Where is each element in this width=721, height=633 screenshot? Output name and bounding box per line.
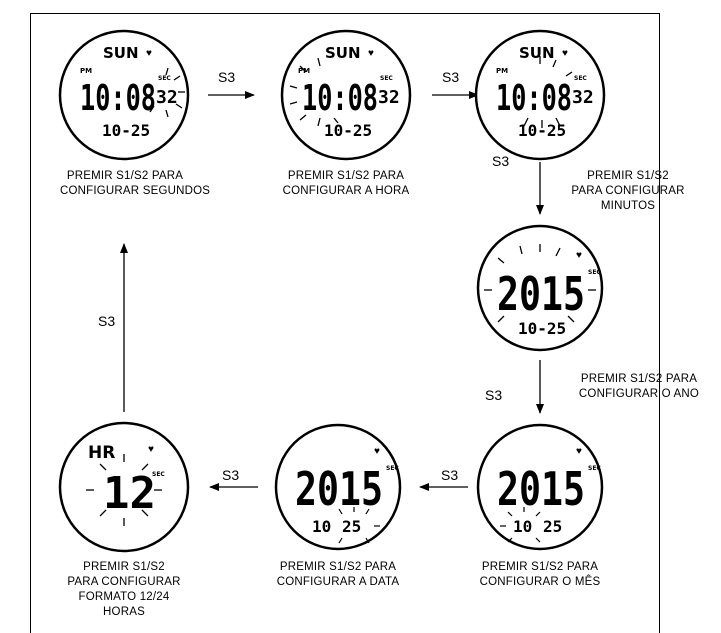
flash-rays [523,56,573,128]
caption-line: PREMIR S1/S2 [83,561,165,573]
watch-face [274,423,402,551]
watch-ampm: PM [80,67,92,75]
watch-date: 10-25 [518,121,566,140]
caption-hours: PREMIR S1/S2 PARA CONFIGURAR A HORA [281,169,411,199]
watch-sec-label: SEC [386,465,399,472]
watch-sec-label: SEC [152,471,165,478]
caption-minutes: PREMIR S1/S2 PARA CONFIGURAR MINUTOS [566,169,690,214]
watch-year-value: 2015 [497,462,585,516]
caption-format: PREMIR S1/S2 PARA CONFIGURAR FORMATO 12/… [59,560,189,620]
watch-day: SUN [325,44,361,62]
watch-month: 2015 ♥ SEC 10 25 [476,423,604,551]
watch-face [474,29,606,161]
caption-line: HORAS [103,606,145,618]
watch-year-value: 2015 [295,462,383,516]
alarm-icon: ♥ [576,446,582,457]
caption-line: PARA CONFIGURAR [571,185,685,197]
caption-line: CONFIGURAR O MÊS [479,576,601,588]
watch-ampm: PM [298,67,310,75]
watch-ampm: PM [496,67,508,75]
watch-face [280,29,412,161]
watch-time: 10:08 [302,78,378,119]
alarm-icon: ♥ [146,48,152,59]
caption-line: PREMIR S1/S2 PARA [580,373,698,385]
watch-sec-label: SEC [574,75,587,82]
caption-line: PREMIR S1/S2 PARA [66,170,184,182]
s3-label-3: S3 [492,153,509,169]
watch-face [58,421,190,553]
watch-seconds-value: 32 [378,87,400,108]
watch-day-value: 25 [543,517,562,536]
watch-date-set: 2015 ♥ SEC 10 25 [274,423,402,551]
alarm-icon: ♥ [148,444,154,455]
s3-label-5: S3 [441,467,458,483]
alarm-icon: ♥ [374,446,380,457]
caption-line: MINUTOS [600,200,656,212]
flash-rays [338,507,380,544]
watch-day: SUN [519,44,555,62]
watch-hr-label: HR [88,443,115,463]
watch-time: 10:08 [80,78,156,119]
watch-month-value: 10 [513,517,532,536]
watch-day: SUN [103,44,139,62]
watch-month-value: 10 [312,517,331,536]
watch-sec-label: SEC [158,75,171,82]
watch-seconds: SUN ♥ PM 10:08 SEC 32 10-25 [58,29,190,161]
watch-hours: SUN ♥ PM 10:08 SEC 32 10-25 [280,29,412,161]
caption-line: CONFIGURAR O ANO [578,388,700,400]
s3-label-7: S3 [98,313,115,329]
caption-line: CONFIGURAR A HORA [282,185,410,197]
watch-sec-label: SEC [588,269,601,276]
caption-year: PREMIR S1/S2 PARA CONFIGURAR O ANO [564,372,714,402]
alarm-icon: ♥ [368,48,374,59]
watch-face [476,423,604,551]
watch-seconds-value: 32 [156,87,178,108]
watch-date: 10-25 [324,121,372,140]
watch-day-value: 25 [342,517,361,536]
caption-line: CONFIGURAR SEGUNDOS [60,185,211,197]
caption-date: PREMIR S1/S2 PARA CONFIGURAR A DATA [273,560,403,590]
s3-label-6: S3 [222,467,239,483]
watch-date: 10-25 [518,319,566,338]
flash-rays [500,507,541,543]
watch-sec-label: SEC [588,465,601,472]
watch-year-value: 2015 [497,267,585,321]
watch-date: 10-25 [102,121,150,140]
watch-format: HR ♥ SEC 12 [58,421,190,553]
caption-line: PREMIR S1/S2 [587,170,669,182]
alarm-icon: ♥ [576,250,582,261]
flash-rays [484,244,596,323]
watch-format-value: 12 [103,468,156,519]
caption-line: FORMATO 12/24 [78,591,170,603]
caption-month: PREMIR S1/S2 PARA CONFIGURAR O MÊS [475,560,605,590]
watch-time: 10:08 [496,78,572,119]
watch-face [58,29,190,161]
caption-line: PARA CONFIGURAR [67,576,181,588]
watch-minutes: SUN ♥ PM 10:08 SEC 32 10-25 [474,29,606,161]
flash-rays [86,454,162,526]
s3-label-2: S3 [442,69,459,85]
watch-sec-label: SEC [380,75,393,82]
caption-line: PREMIR S1/S2 PARA [279,561,397,573]
caption-line: CONFIGURAR A DATA [276,576,400,588]
flash-rays [149,67,185,118]
watch-seconds-value: 32 [572,87,594,108]
watch-year: 2015 ♥ SEC 10-25 [476,224,604,352]
diagram-frame [30,13,660,633]
s3-label-4: S3 [485,387,502,403]
alarm-icon: ♥ [562,48,568,59]
caption-line: PREMIR S1/S2 PARA [287,170,405,182]
flash-rays [289,57,339,127]
caption-line: PREMIR S1/S2 PARA [481,561,599,573]
caption-seconds: PREMIR S1/S2 PARA CONFIGURAR SEGUNDOS [60,169,211,199]
s3-label-1: S3 [218,69,235,85]
